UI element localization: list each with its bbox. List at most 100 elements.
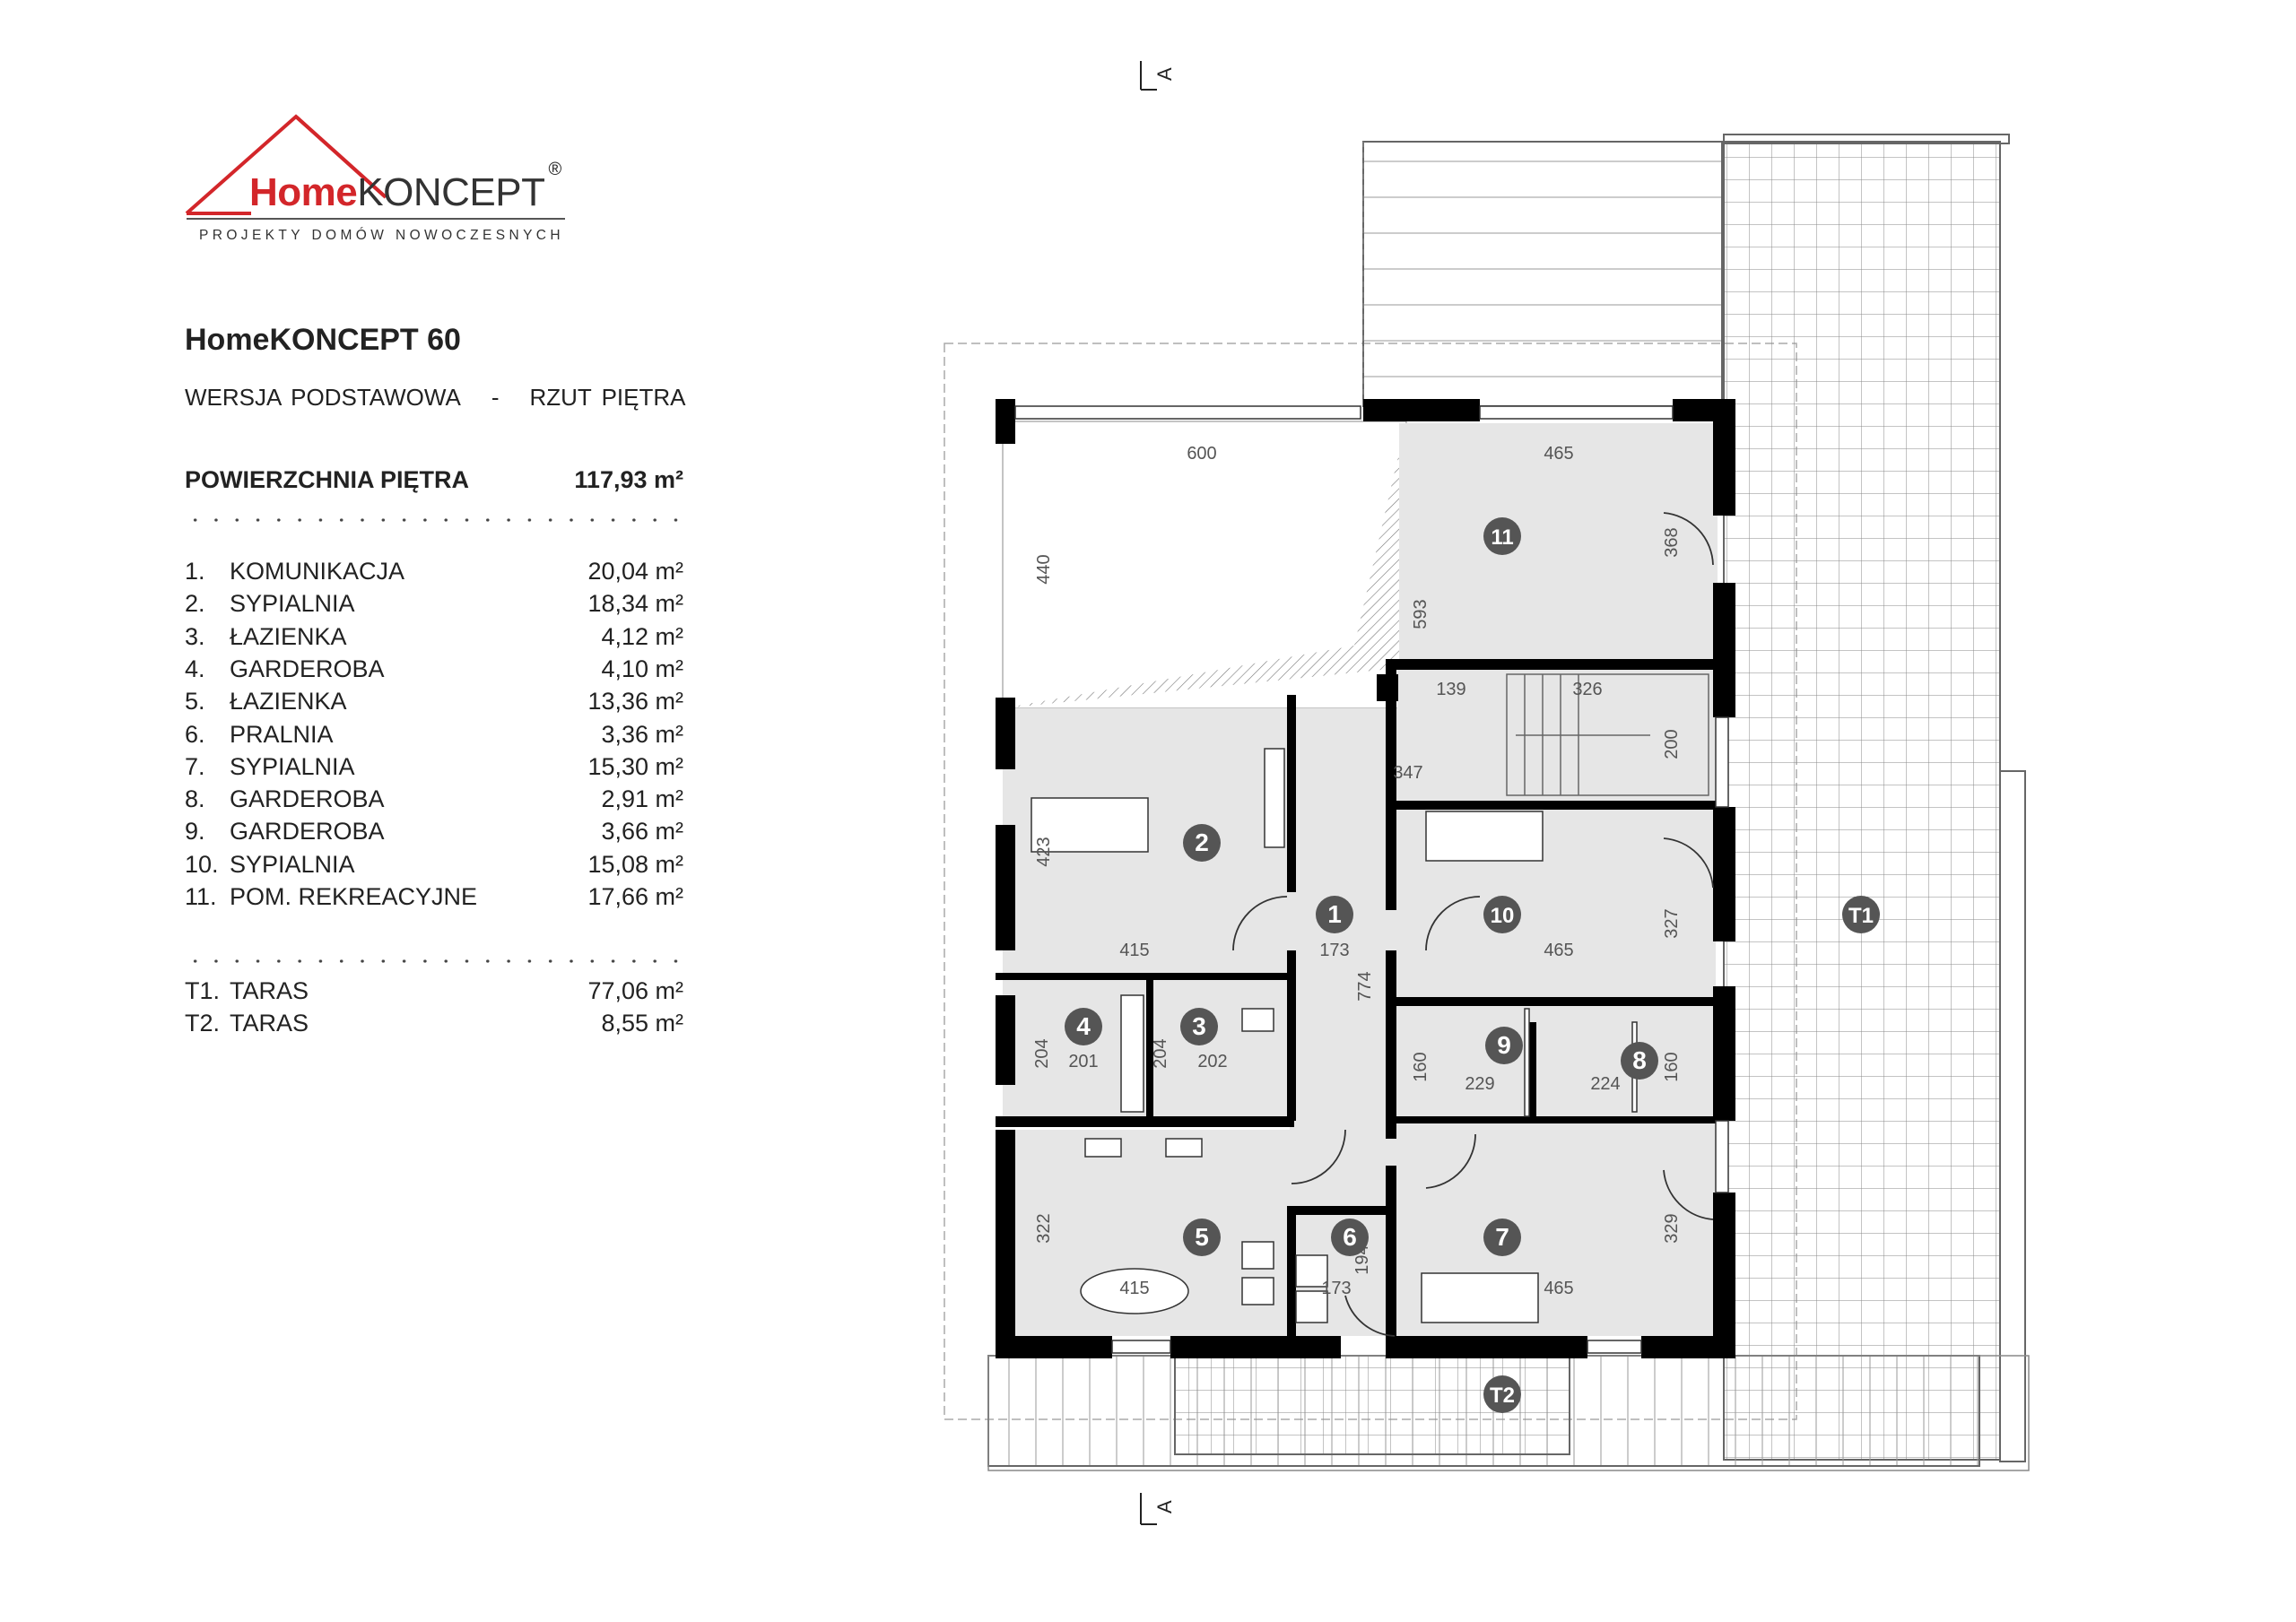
room-badge-circle <box>1316 896 1353 933</box>
room-name: ŁAZIENKA <box>230 622 347 650</box>
room-badge-circle <box>1183 824 1221 862</box>
variant-label: WERSJA PODSTAWOWA <box>185 384 461 411</box>
legend-panel: HomeKONCEPT® PROJEKTY DOMÓW NOWOCZESNYCH… <box>0 0 807 1622</box>
room-area: 15,30 m² <box>587 752 683 780</box>
room-name: SYPIALNIA <box>230 590 355 618</box>
top-deck <box>1362 141 1723 407</box>
room-badge: 6 <box>1343 1223 1357 1251</box>
dimension-label: 368 <box>1662 527 1682 557</box>
room-name: POM. REKREACYJNE <box>230 883 478 910</box>
room-badge-circle <box>1065 1008 1102 1045</box>
terrace-badge-circle <box>1842 896 1880 933</box>
room-area: 17,66 m² <box>587 883 683 910</box>
dimension-label: 465 <box>1544 941 1573 960</box>
section-mark-bottom: A <box>1140 1493 1176 1525</box>
room-badge: 7 <box>1495 1223 1509 1251</box>
dimension-label: 423 <box>1034 837 1054 866</box>
room-badge: 5 <box>1195 1223 1209 1251</box>
dimension-label: 774 <box>1355 971 1375 1001</box>
room-badge: 1 <box>1327 900 1342 928</box>
room-area: 3,66 m² <box>601 818 683 846</box>
room-number: 8. <box>185 785 205 813</box>
dimension-label: 415 <box>1119 1279 1149 1298</box>
dimension-label: 173 <box>1321 1279 1351 1298</box>
dotted-divider <box>185 959 687 963</box>
floor-area-label: POWIERZCHNIA PIĘTRA <box>185 466 469 493</box>
room-area: 20,04 m² <box>587 558 683 585</box>
dimension-label: 173 <box>1319 941 1349 960</box>
dimension-label: 200 <box>1662 729 1682 759</box>
brand-name-dark: KONCEPT <box>357 170 545 214</box>
terrace-name: TARAS <box>230 977 309 1004</box>
dimension-label: 160 <box>1662 1052 1682 1081</box>
room-name: SYPIALNIA <box>230 752 355 780</box>
room-area: 15,08 m² <box>587 850 683 878</box>
room-area: 4,10 m² <box>601 655 683 682</box>
room-number: 5. <box>185 688 205 716</box>
dimension-label: 329 <box>1662 1213 1682 1243</box>
room-name: GARDEROBA <box>230 655 385 682</box>
dimension-label: 201 <box>1068 1052 1098 1071</box>
room-name: ŁAZIENKA <box>230 688 347 716</box>
floor-area-value: 117,93 m² <box>574 466 683 493</box>
dimension-label: 327 <box>1662 908 1682 938</box>
terrace-number: T1. <box>185 977 221 1004</box>
terrace-badge-circle <box>1483 1375 1521 1413</box>
room-number: 1. <box>185 558 205 585</box>
room-badge: 2 <box>1195 828 1209 856</box>
section-mark-label: A <box>1153 1500 1176 1514</box>
doors <box>1232 512 1714 1337</box>
walls <box>996 399 1735 1358</box>
dotted-divider <box>185 518 687 522</box>
dimension-label: 204 <box>1032 1038 1052 1068</box>
brand-tagline: PROJEKTY DOMÓW NOWOCZESNYCH <box>199 228 564 243</box>
room-area: 18,34 m² <box>587 590 683 618</box>
terrace-t1-border <box>1723 134 2010 144</box>
brand-name-red: Home <box>249 170 358 214</box>
fixtures <box>1031 748 1638 1323</box>
room-area: 2,91 m² <box>601 785 683 813</box>
dimension-label: 593 <box>1411 599 1431 629</box>
dimension-label: 465 <box>1544 1279 1573 1298</box>
terrace-area: 8,55 m² <box>601 1010 683 1037</box>
room-number: 2. <box>185 590 205 618</box>
section-mark-label: A <box>1153 67 1176 81</box>
room-name: KOMUNIKACJA <box>230 558 405 585</box>
dimension-label: 139 <box>1436 680 1465 699</box>
terrace-area: 77,06 m² <box>587 977 683 1004</box>
logo-house-icon <box>185 114 565 220</box>
terrace-t1-edge <box>1999 770 2026 1462</box>
dimension-label: 160 <box>1411 1052 1431 1081</box>
room-name: GARDEROBA <box>230 785 385 813</box>
room-badge: 4 <box>1076 1012 1091 1040</box>
dimension-label: 204 <box>1151 1038 1170 1068</box>
dimension-label: 229 <box>1465 1074 1494 1094</box>
terrace-badge: T2 <box>1490 1383 1515 1408</box>
view-label: RZUT PIĘTRA <box>529 384 686 411</box>
room-badge: 10 <box>1491 904 1515 928</box>
terrace-badge: T1 <box>1848 904 1874 928</box>
room-badge: 11 <box>1491 525 1513 550</box>
staircase <box>1506 673 1709 796</box>
dimension-label: 465 <box>1544 444 1573 464</box>
room-badge: 9 <box>1497 1031 1511 1059</box>
variant-separator: - <box>491 384 500 411</box>
dimension-label: 326 <box>1572 680 1602 699</box>
terrace-t1 <box>1723 141 2001 1461</box>
room-name: SYPIALNIA <box>230 850 355 878</box>
dimension-label: 440 <box>1034 554 1054 584</box>
room-area: 4,12 m² <box>601 622 683 650</box>
section-mark-top: A <box>1140 61 1176 91</box>
room-badge-circle <box>1483 896 1521 933</box>
dimension-label: 322 <box>1034 1213 1054 1243</box>
terrace-number: T2. <box>185 1010 221 1037</box>
dimension-label: 224 <box>1590 1074 1620 1094</box>
room-badge: 3 <box>1192 1012 1206 1040</box>
room-number: 3. <box>185 622 205 650</box>
brand-logo: HomeKONCEPT® <box>249 160 561 215</box>
room-number: 7. <box>185 752 205 780</box>
room-badge-circle <box>1621 1042 1658 1080</box>
room-badge-circle <box>1485 1027 1523 1064</box>
room-name: GARDEROBA <box>230 818 385 846</box>
